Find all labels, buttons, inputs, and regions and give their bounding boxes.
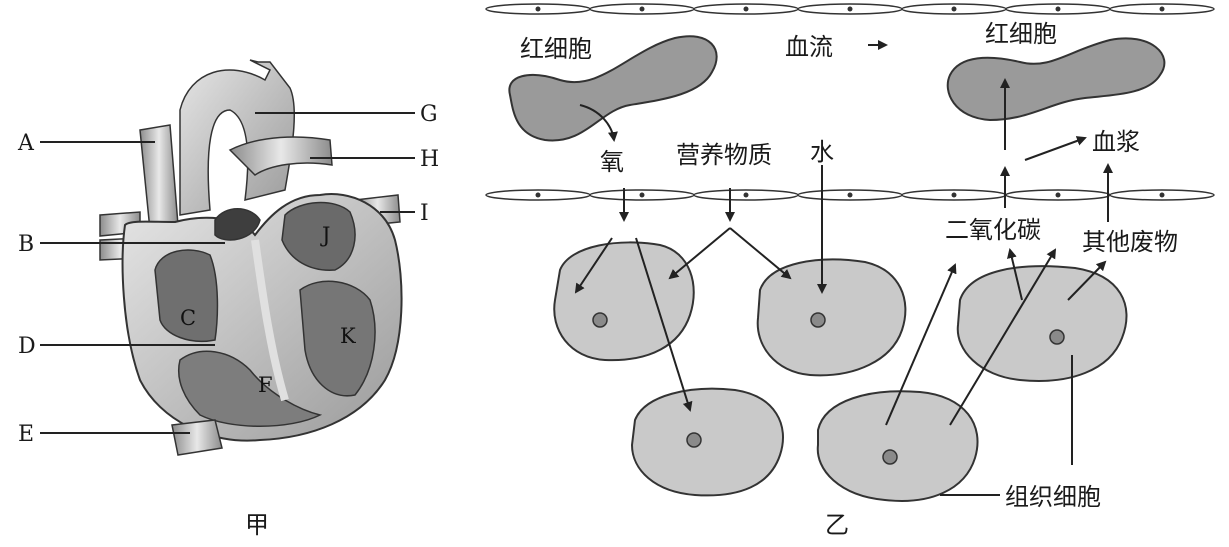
arrow-oxygen-cell1 xyxy=(574,237,613,294)
inferior-vena-cava xyxy=(171,419,223,456)
arrow-to-plasma xyxy=(1024,136,1087,161)
text-plasma: 血浆 xyxy=(1092,128,1140,156)
capillary-wall-bottom xyxy=(485,189,1215,201)
right-atrium-chamber xyxy=(154,249,219,342)
label-J: J xyxy=(320,223,330,247)
label-B: B xyxy=(18,232,34,257)
arrow-oxygen-cell4 xyxy=(635,237,693,412)
red-blood-cell-left xyxy=(508,35,718,142)
text-water: 水 xyxy=(810,138,834,166)
tissue-cell-4 xyxy=(630,387,784,497)
red-blood-cell-right xyxy=(946,37,1166,122)
aorta-arch xyxy=(179,59,295,216)
label-G: G xyxy=(420,102,438,127)
label-D: D xyxy=(18,334,36,359)
text-tissue-cell: 组织细胞 xyxy=(1005,483,1101,511)
caption-yi: 乙 xyxy=(825,511,849,539)
label-C: C xyxy=(180,306,196,330)
left-atrium-chamber xyxy=(281,201,356,271)
heart-diagram: A B C D E F G H I J K 甲 xyxy=(17,59,439,539)
arrow-nutrients-cell2 xyxy=(729,227,792,280)
text-rbc-left: 红细胞 xyxy=(520,35,592,63)
text-oxygen: 氧 xyxy=(600,148,624,176)
arrow-co2-cell5a xyxy=(885,263,957,426)
label-E: E xyxy=(18,422,34,447)
label-I: I xyxy=(420,201,429,226)
arrow-nutrients-cell1 xyxy=(668,227,731,280)
tissue-cell-4-nucleus xyxy=(686,432,702,448)
exchange-diagram: 红细胞 血流 红细胞 氧 营养物质 水 血浆 二氧化碳 其他废物 组织细胞 乙 xyxy=(485,3,1215,539)
tissue-cell-1-nucleus xyxy=(592,312,608,328)
tissue-cell-3-nucleus xyxy=(1049,329,1065,345)
arrow-co2-cell5b xyxy=(949,248,1057,426)
tissue-cell-5 xyxy=(816,390,979,502)
right-ventricle-chamber xyxy=(178,350,323,427)
label-A: A xyxy=(17,131,35,156)
arrow-oxygen-release xyxy=(579,104,618,142)
pulmonary-artery xyxy=(228,136,333,176)
text-other-waste: 其他废物 xyxy=(1082,228,1178,256)
left-ventricle-chamber xyxy=(299,280,376,397)
text-nutrients: 营养物质 xyxy=(676,141,772,169)
septum xyxy=(251,239,289,402)
label-F: F xyxy=(258,373,273,397)
tissue-cell-2 xyxy=(756,258,907,377)
tissue-cell-3 xyxy=(956,265,1128,382)
aortic-opening xyxy=(214,208,261,241)
text-rbc-right: 红细胞 xyxy=(985,20,1057,48)
arrow-waste-up-b xyxy=(1067,260,1107,301)
superior-vena-cava xyxy=(139,124,179,231)
arrow-waste-up-a xyxy=(1007,248,1023,301)
tissue-cell-2-nucleus xyxy=(810,312,826,328)
tissue-cell-5-nucleus xyxy=(882,449,898,465)
text-blood-flow: 血流 xyxy=(785,33,833,61)
label-K: K xyxy=(340,324,356,348)
capillary-wall-top xyxy=(485,3,1215,15)
tissue-cell-1 xyxy=(553,241,695,362)
text-co2: 二氧化碳 xyxy=(945,216,1041,244)
caption-jia: 甲 xyxy=(245,511,269,539)
label-H: H xyxy=(420,147,439,172)
